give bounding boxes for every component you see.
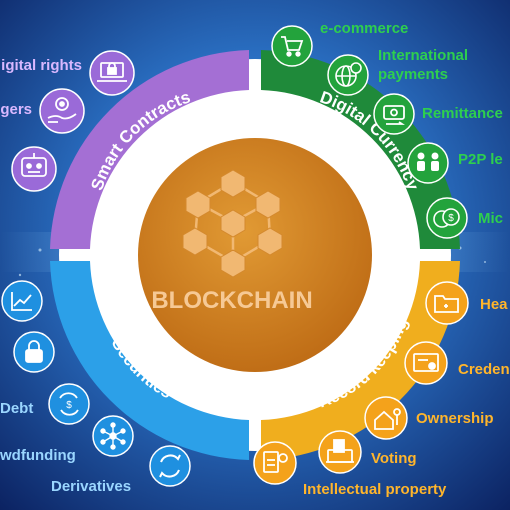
item-ownership[interactable]: Ownership [364,396,494,440]
padlock-icon [25,340,43,363]
core-circle[interactable] [138,138,372,372]
robot-icon [21,153,47,177]
idea-document-icon [263,451,288,473]
label-digital-rights: igital rights [1,57,82,74]
people-icon [417,152,439,171]
item-debt[interactable]: $ Debt [0,383,90,425]
label-micro: Mic [478,210,503,227]
money-transfer-icon [383,105,405,125]
label-intl-payments-2: payments [378,66,448,83]
item-crowdfunding[interactable]: wdfunding [0,415,134,464]
label-derivatives: Derivatives [51,478,131,495]
medical-folder-icon [434,295,459,313]
svg-text:$: $ [448,213,454,224]
item-remittance[interactable]: Remittance [373,93,503,135]
center-title: BLOCKCHAIN [151,287,312,314]
item-privacy[interactable] [13,331,55,373]
svg-text:$: $ [66,400,72,411]
segment-smart-contracts[interactable] [50,50,249,249]
item-micro[interactable]: $ Mic [426,197,503,239]
house-key-icon [374,408,401,430]
label-health: Hea [480,296,508,313]
cube-network-icon [182,169,283,278]
globe-dollar-icon [335,62,362,87]
label-voting: Voting [371,450,417,467]
coins-icon: $ [433,208,460,228]
item-ecommerce[interactable]: e-commerce [271,20,408,67]
item-derivatives[interactable]: Derivatives [51,445,191,495]
refresh-icon [159,454,181,478]
laptop-lock-icon [97,62,127,82]
chart-icon [11,292,32,311]
item-health[interactable]: Hea [425,281,508,325]
item-ledgers[interactable]: gers [0,88,85,134]
shopping-cart-icon [281,36,304,57]
item-credentials[interactable]: Creden [404,341,510,385]
ballot-box-icon [326,439,354,463]
money-loop-icon: $ [59,392,79,416]
label-p2p: P2P le [458,151,503,168]
label-remittance: Remittance [422,105,503,122]
item-bots[interactable] [11,146,57,192]
network-nodes-icon [100,422,126,450]
item-voting[interactable]: Voting [318,430,417,474]
label-intl-payments-1: International [378,47,468,64]
label-ownership: Ownership [416,410,494,427]
label-ip: Intellectual property [303,481,447,498]
item-digital-rights[interactable]: igital rights [1,50,135,96]
item-intl-payments[interactable]: International payments [327,47,468,96]
segment-securities[interactable] [50,261,249,460]
hand-gear-icon [47,97,77,123]
label-crowdfunding: wdfunding [0,447,76,464]
item-stocks[interactable] [1,280,43,322]
certificate-icon [413,353,439,372]
item-ip[interactable]: Intellectual property [253,441,447,498]
item-p2p[interactable]: P2P le [407,142,503,184]
label-credentials: Creden [458,361,510,378]
label-ledgers: gers [0,101,32,118]
label-ecommerce: e-commerce [320,20,408,37]
label-debt: Debt [0,400,33,417]
